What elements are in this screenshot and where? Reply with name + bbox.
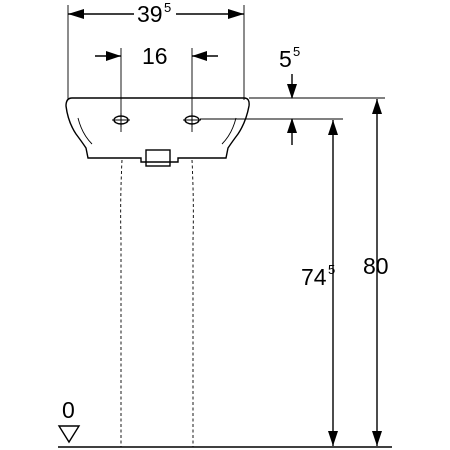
width-label-fraction: 5 bbox=[164, 0, 171, 15]
rim-offset-dimension: 5 5 bbox=[279, 44, 300, 145]
tap-hole-right-icon bbox=[183, 113, 201, 127]
washbasin bbox=[65, 97, 250, 167]
tap-height-dimension: 74 5 bbox=[301, 120, 338, 446]
tap-spacing-label: 16 bbox=[142, 43, 168, 69]
rim-height-dimension: 80 bbox=[363, 99, 389, 446]
floor-level-label: 0 bbox=[62, 397, 75, 423]
pedestal bbox=[120, 159, 194, 447]
width-label: 39 bbox=[137, 1, 163, 27]
floor-level: 0 bbox=[57, 397, 392, 448]
floor-level-triangle-icon bbox=[57, 425, 81, 444]
rim-offset-label-fraction: 5 bbox=[293, 44, 300, 59]
tap-height-label-fraction: 5 bbox=[328, 262, 335, 277]
tap-height-label: 74 bbox=[301, 264, 327, 290]
rim-offset-label: 5 bbox=[279, 46, 292, 72]
tap-spacing-dimension: 16 bbox=[95, 43, 218, 132]
tap-hole-left-icon bbox=[112, 113, 130, 127]
rim-height-label: 80 bbox=[363, 253, 389, 279]
width-dimension: 39 5 bbox=[67, 0, 245, 100]
